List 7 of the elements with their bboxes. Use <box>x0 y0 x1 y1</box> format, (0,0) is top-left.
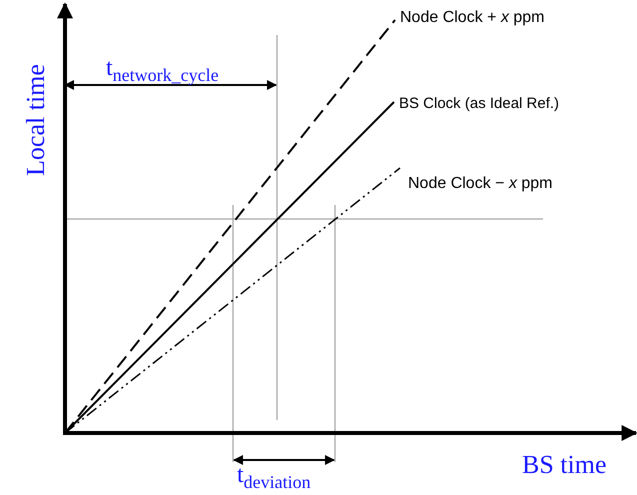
dimension-label: t$_{network_cycle}$ <box>106 56 219 84</box>
line-label: Node Clock − x ppm <box>408 176 553 192</box>
line-label: BS Clock (as Ideal Ref.) <box>399 96 560 111</box>
axis-title: Local time <box>22 64 49 176</box>
axis-title: BS time <box>522 452 607 478</box>
dimension-label: t$_{deviation}$ <box>237 463 311 491</box>
line-label: Node Clock + x ppm <box>400 10 545 26</box>
